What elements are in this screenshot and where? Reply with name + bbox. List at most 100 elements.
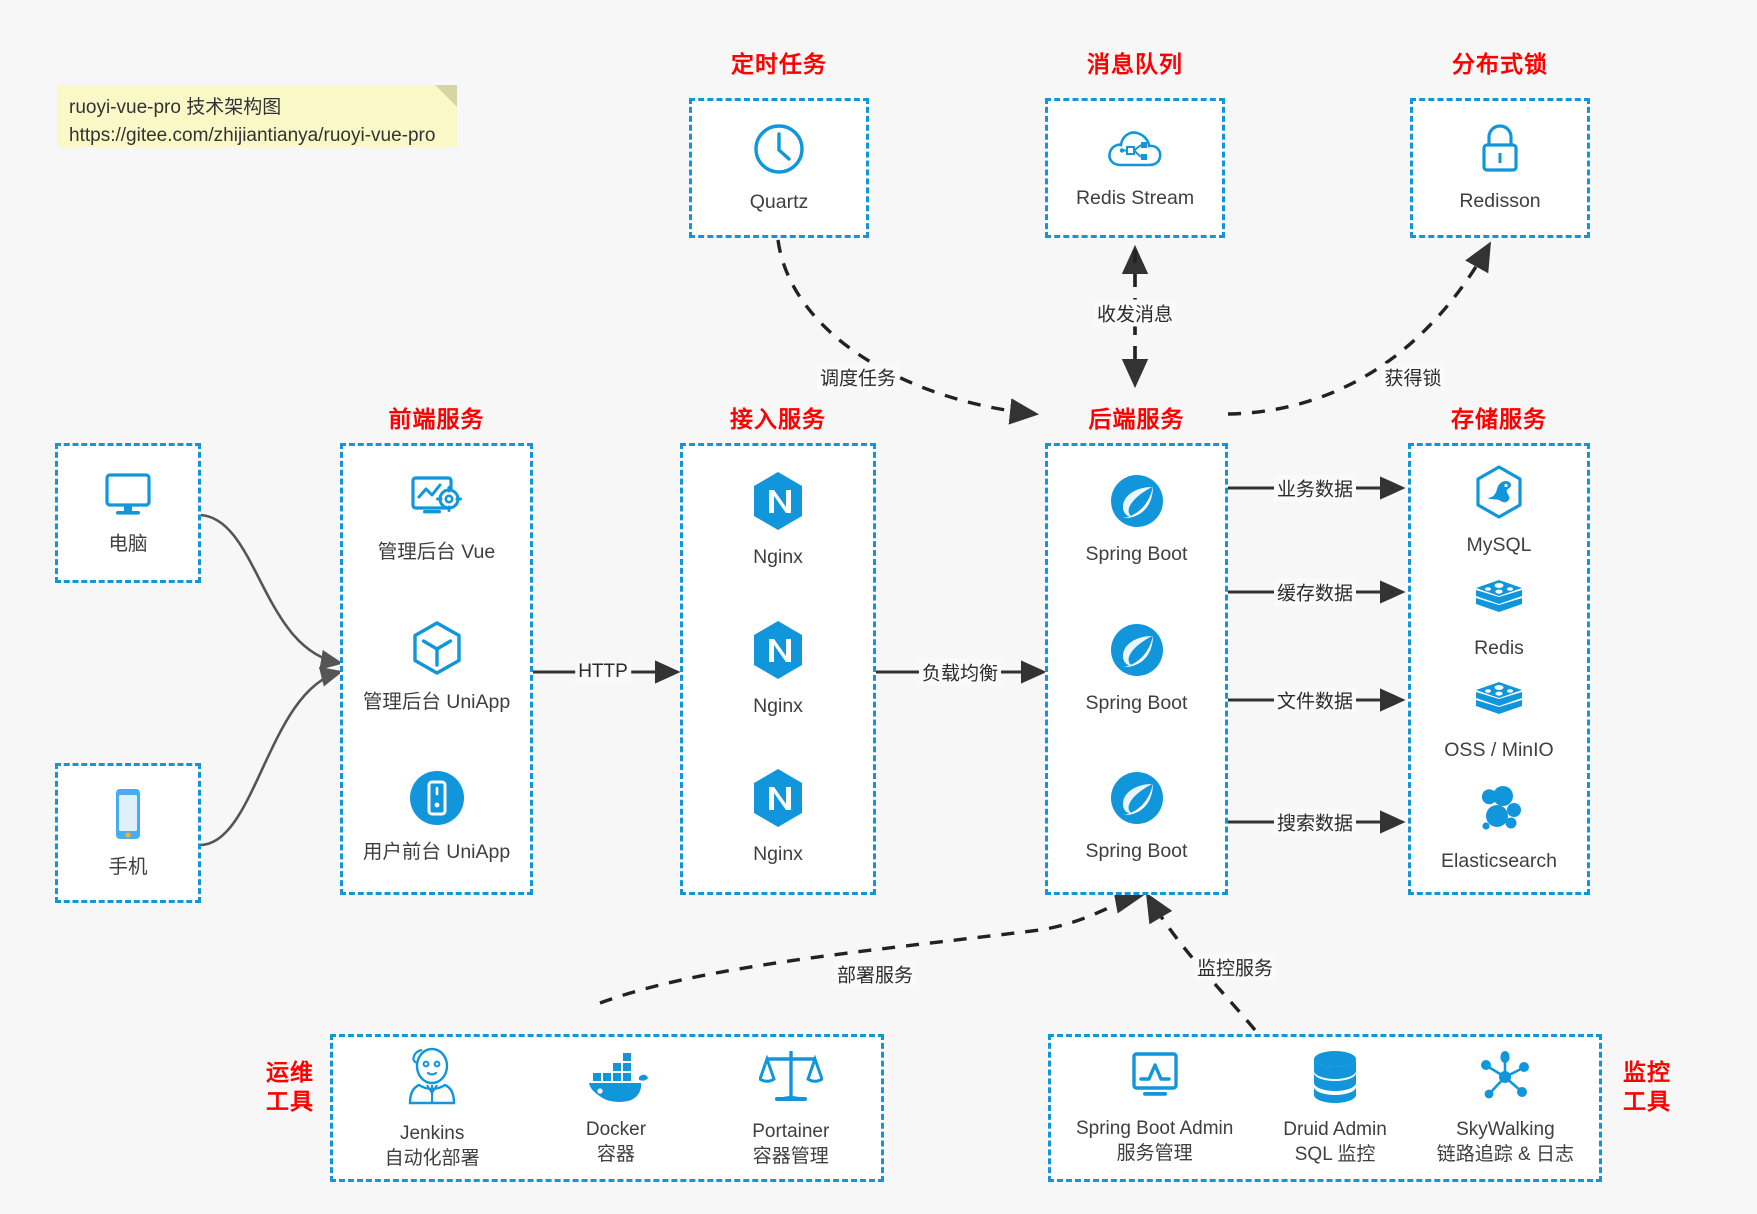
node-jenkins[interactable]: Jenkins 自动化部署 — [385, 1045, 480, 1171]
group-devops: Jenkins 自动化部署 — [330, 1034, 884, 1182]
node-redis[interactable]: Redis — [1411, 577, 1587, 661]
node-redis-stream[interactable]: Redis Stream — [1048, 125, 1222, 211]
elasticsearch-icon — [1472, 782, 1526, 841]
note-line-url: https://gitee.com/zhijiantianya/ruoyi-vu… — [69, 124, 436, 146]
redis-icon — [1472, 577, 1526, 628]
node-label: 用户前台 UniApp — [362, 840, 511, 863]
nginx-icon — [750, 619, 806, 686]
nginx-icon — [750, 470, 806, 537]
node-desktop[interactable]: 电脑 — [58, 469, 198, 557]
padlock-icon — [1475, 122, 1525, 181]
node-label: Spring Boot Admin 服务管理 — [1075, 1117, 1234, 1164]
group-title-mq: 消息队列 — [1087, 51, 1183, 77]
skywalking-icon — [1476, 1049, 1534, 1110]
node-springboot-1[interactable]: Spring Boot — [1048, 473, 1225, 567]
node-springboot-3[interactable]: Spring Boot — [1048, 770, 1225, 864]
node-mysql[interactable]: MySQL — [1411, 464, 1587, 558]
edge-label-schedule-task: 调度任务 — [816, 363, 900, 391]
node-label: 管理后台 Vue — [377, 540, 496, 563]
database-cylinder-icon — [1309, 1049, 1361, 1110]
node-docker[interactable]: Docker 容器 — [583, 1049, 649, 1167]
group-title-scheduler: 定时任务 — [731, 51, 827, 77]
group-title-monitoring: 监控 工具 — [1623, 1059, 1671, 1115]
monitor-chart-icon — [1126, 1050, 1184, 1109]
sticky-note: ruoyi-vue-pro 技术架构图 https://gitee.com/zh… — [57, 85, 457, 147]
node-label: Portainer 容器管理 — [752, 1120, 830, 1167]
node-label: Jenkins 自动化部署 — [384, 1122, 480, 1169]
nginx-icon — [750, 767, 806, 834]
group-monitoring: Spring Boot Admin 服务管理 Druid Admin SQL 监… — [1048, 1034, 1602, 1182]
node-redisson[interactable]: Redisson — [1413, 122, 1587, 214]
node-label: SkyWalking 链路追踪 & 日志 — [1436, 1118, 1574, 1165]
node-label: 手机 — [108, 855, 148, 878]
spring-boot-icon — [1109, 770, 1165, 831]
spring-boot-icon — [1109, 622, 1165, 683]
group-mq: Redis Stream — [1045, 98, 1225, 238]
node-mobile[interactable]: 手机 — [58, 786, 198, 880]
node-label: OSS / MinIO — [1444, 739, 1554, 762]
jenkins-icon — [401, 1045, 463, 1114]
group-title-lock: 分布式锁 — [1452, 51, 1548, 77]
note-fold-corner — [435, 85, 457, 107]
group-title-frontend: 前端服务 — [388, 406, 485, 432]
edge-label-http: HTTP — [575, 661, 631, 683]
cloud-network-icon — [1105, 125, 1165, 178]
node-oss-minio[interactable]: OSS / MinIO — [1411, 679, 1587, 763]
edge-label-file-data: 文件数据 — [1273, 686, 1357, 714]
mysql-icon — [1473, 464, 1525, 525]
desktop-monitor-icon — [100, 469, 156, 524]
mobile-phone-icon — [108, 786, 148, 847]
node-druid-admin[interactable]: Druid Admin SQL 监控 — [1283, 1049, 1387, 1167]
node-label: MySQL — [1466, 534, 1532, 557]
group-client-pc: 电脑 — [55, 443, 201, 583]
group-client-mobile: 手机 — [55, 763, 201, 903]
edge-label-acquire-lock: 获得锁 — [1381, 363, 1445, 391]
node-springboot-2[interactable]: Spring Boot — [1048, 622, 1225, 716]
node-label: Spring Boot — [1085, 543, 1188, 566]
node-label: Redisson — [1459, 189, 1541, 212]
group-scheduler: Quartz — [689, 98, 869, 238]
node-nginx-3[interactable]: Nginx — [683, 767, 873, 867]
group-frontend: 管理后台 Vue 管理后台 UniApp — [340, 443, 533, 895]
scales-icon — [757, 1047, 824, 1112]
node-portainer[interactable]: Portainer 容器管理 — [752, 1047, 829, 1169]
node-admin-vue[interactable]: 管理后台 Vue — [343, 473, 530, 565]
node-label: Druid Admin SQL 监控 — [1283, 1118, 1387, 1165]
group-storage: MySQL Redis — [1408, 443, 1590, 895]
monitor-gear-icon — [407, 473, 467, 532]
edge-label-load-balance: 负载均衡 — [918, 658, 1002, 686]
node-label: Redis Stream — [1075, 186, 1195, 209]
hexagon-cube-icon — [408, 619, 466, 682]
docker-whale-icon — [583, 1049, 649, 1110]
group-title-storage: 存储服务 — [1451, 406, 1547, 432]
node-label: Nginx — [753, 546, 803, 569]
node-label: Docker 容器 — [585, 1118, 647, 1165]
node-admin-uniapp[interactable]: 管理后台 UniApp — [343, 619, 530, 715]
node-label: Spring Boot — [1085, 691, 1188, 714]
node-elasticsearch[interactable]: Elasticsearch — [1411, 782, 1587, 874]
note-line-title: ruoyi-vue-pro 技术架构图 — [69, 97, 282, 118]
node-label: Elasticsearch — [1441, 849, 1557, 872]
node-nginx-1[interactable]: Nginx — [683, 470, 873, 570]
node-spring-boot-admin[interactable]: Spring Boot Admin 服务管理 — [1076, 1050, 1233, 1166]
node-quartz[interactable]: Quartz — [692, 121, 866, 215]
node-nginx-2[interactable]: Nginx — [683, 619, 873, 719]
edge-label-cache-data: 缓存数据 — [1273, 578, 1357, 606]
group-lock: Redisson — [1410, 98, 1590, 238]
node-skywalking[interactable]: SkyWalking 链路追踪 & 日志 — [1437, 1049, 1574, 1167]
node-label: Quartz — [749, 190, 809, 213]
minio-icon — [1472, 679, 1526, 730]
group-title-devops: 运维 工具 — [266, 1059, 314, 1115]
group-title-backend: 后端服务 — [1088, 406, 1185, 432]
group-backend: Spring Boot Spring Boot — [1045, 443, 1228, 895]
node-label: Nginx — [753, 843, 803, 866]
node-label: 电脑 — [108, 532, 148, 555]
node-user-uniapp[interactable]: 用户前台 UniApp — [343, 769, 530, 865]
node-label: Nginx — [753, 694, 803, 717]
edge-label-send-receive-message: 收发消息 — [1093, 299, 1177, 327]
edge-label-search-data: 搜索数据 — [1273, 808, 1357, 836]
node-label: Spring Boot — [1085, 840, 1188, 863]
node-label: Redis — [1474, 636, 1524, 659]
edge-label-business-data: 业务数据 — [1273, 474, 1357, 502]
